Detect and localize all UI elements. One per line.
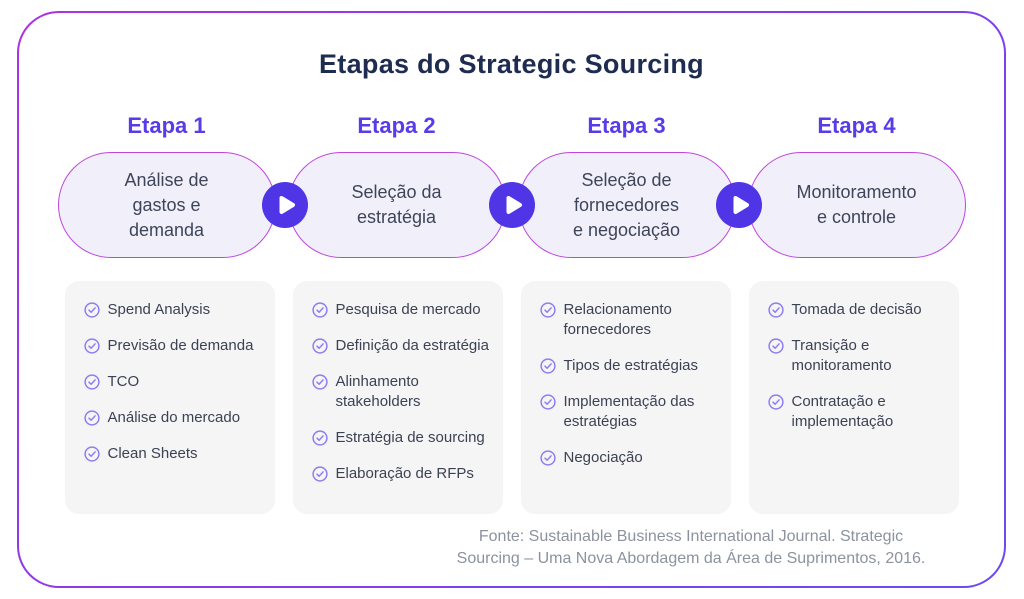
frame-inner: Etapas do Strategic Sourcing Etapa 1 Eta…	[19, 13, 1004, 586]
stage-pill-4: Monitoramento e controle	[747, 152, 966, 258]
page-title: Etapas do Strategic Sourcing	[319, 49, 704, 79]
stage-pill-row: Análise de gastos e demanda Seleção da e…	[57, 152, 966, 258]
checklist-item: Spend Analysis	[83, 300, 267, 320]
checklist-item: Clean Sheets	[83, 444, 267, 464]
checklist-item: TCO	[83, 372, 267, 392]
etapa-label-3: Etapa 3	[587, 113, 666, 138]
checklist-item-label: Tomada de decisão	[791, 301, 922, 318]
check-circle-icon	[539, 358, 556, 374]
check-circle-icon	[311, 338, 328, 354]
checklist-item-label: Alinhamento stakeholders	[335, 373, 421, 410]
checklist-item-label: Clean Sheets	[107, 445, 198, 462]
check-circle-icon	[311, 466, 328, 482]
check-circle-icon	[767, 338, 784, 354]
source-citation: Fonte: Sustainable Business Internationa…	[456, 528, 926, 567]
check-circle-icon	[83, 302, 100, 318]
check-circle-icon	[311, 430, 328, 446]
checklist-item-label: Definição da estratégia	[335, 337, 489, 354]
etapa-label-2: Etapa 2	[357, 113, 436, 138]
stage-pill-3: Seleção de fornecedores e negociação	[517, 152, 736, 258]
checklist-item: Contratação e implementação	[767, 392, 951, 432]
checklist-item-label: Análise do mercado	[107, 409, 241, 426]
checklist-item: Definição da estratégia	[311, 336, 495, 356]
checklist-item-label: Spend Analysis	[107, 301, 211, 318]
checklist-item: Pesquisa de mercado	[311, 300, 495, 320]
checklist-item-label: Pesquisa de mercado	[335, 301, 481, 318]
gradient-border-frame: Etapas do Strategic Sourcing Etapa 1 Eta…	[17, 11, 1006, 588]
checklist-item: Tomada de decisão	[767, 300, 951, 320]
play-arrow-icon	[261, 182, 308, 228]
checklist-item: Implementação das estratégias	[539, 392, 723, 432]
check-circle-icon	[83, 446, 100, 462]
checklist-item: Elaboração de RFPs	[311, 464, 495, 484]
checklist-item-label: Contratação e implementação	[791, 393, 894, 430]
stage-pill-1: Análise de gastos e demanda	[57, 152, 276, 258]
checklist-item: Alinhamento stakeholders	[311, 372, 495, 412]
check-circle-icon	[311, 302, 328, 318]
stages-grid: Etapa 1 Etapa 2 Etapa 3 Etapa 4 Análise …	[57, 112, 966, 514]
checklist-item-label: Implementação das estratégias	[563, 393, 695, 430]
checklist-item: Transição e monitoramento	[767, 336, 951, 376]
checklist-item-label: Estratégia de sourcing	[335, 429, 485, 446]
check-circle-icon	[83, 410, 100, 426]
checklist-item-label: Relacionamento fornecedores	[563, 301, 672, 338]
check-circle-icon	[539, 394, 556, 410]
checklist-item: Tipos de estratégias	[539, 356, 723, 376]
play-arrow-icon	[715, 182, 762, 228]
check-circle-icon	[767, 394, 784, 410]
checklist-item: Análise do mercado	[83, 408, 267, 428]
etapa-label-1: Etapa 1	[127, 113, 206, 138]
check-circle-icon	[767, 302, 784, 318]
stage-pill-2: Seleção da estratégia	[287, 152, 506, 258]
checklist-item: Negociação	[539, 448, 723, 468]
etapa-label-4: Etapa 4	[817, 113, 896, 138]
check-circle-icon	[83, 374, 100, 390]
check-circle-icon	[83, 338, 100, 354]
checklist-item: Relacionamento fornecedores	[539, 300, 723, 340]
checklist-item-label: Elaboração de RFPs	[335, 465, 474, 482]
checklist-item-label: TCO	[107, 373, 140, 390]
checklist-item: Previsão de demanda	[83, 336, 267, 356]
checklist-item: Estratégia de sourcing	[311, 428, 495, 448]
checklist-item-label: Previsão de demanda	[107, 337, 254, 354]
checklist-item-label: Tipos de estratégias	[563, 357, 699, 374]
check-circle-icon	[539, 450, 556, 466]
checklist-item-label: Negociação	[563, 449, 643, 466]
checklist-item-label: Transição e monitoramento	[791, 337, 892, 374]
check-circle-icon	[539, 302, 556, 318]
check-circle-icon	[311, 374, 328, 390]
etapa-label-row: Etapa 1 Etapa 2 Etapa 3 Etapa 4	[58, 112, 966, 140]
play-arrow-icon	[488, 182, 535, 228]
